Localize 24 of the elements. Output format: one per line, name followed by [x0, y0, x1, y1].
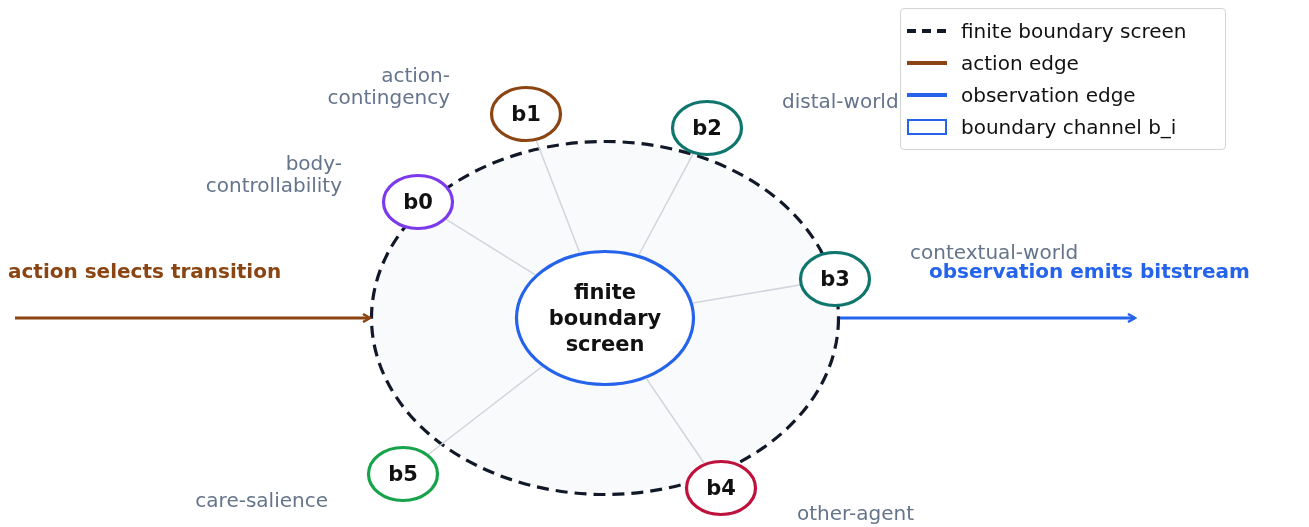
node-label: b3: [820, 265, 850, 293]
channel-caption: other-agent: [797, 502, 914, 524]
node-label: b4: [706, 474, 736, 502]
node-label: finite boundary screen: [547, 278, 663, 358]
arrow: [15, 312, 372, 324]
connector-line: [645, 377, 705, 464]
legend-label: observation edge: [961, 83, 1136, 107]
node-label: b5: [388, 460, 418, 488]
node-label: b0: [403, 188, 433, 216]
connector-line: [427, 365, 543, 455]
channel-caption: care-salience: [195, 489, 328, 511]
connector-line: [445, 218, 537, 276]
legend-label: boundary channel b_i: [961, 115, 1177, 139]
legend-label: finite boundary screen: [961, 19, 1187, 43]
channel-caption: action- contingency: [326, 64, 450, 108]
connector-line: [638, 153, 694, 256]
legend-label: action edge: [961, 51, 1079, 75]
arrow: [840, 312, 1137, 324]
node-label: b1: [511, 100, 541, 128]
channel-caption: body- controllability: [204, 152, 342, 196]
node-label: b2: [692, 114, 722, 142]
channel-caption: distal-world: [782, 90, 899, 112]
connector-line: [535, 140, 581, 254]
connector-line: [692, 284, 801, 304]
